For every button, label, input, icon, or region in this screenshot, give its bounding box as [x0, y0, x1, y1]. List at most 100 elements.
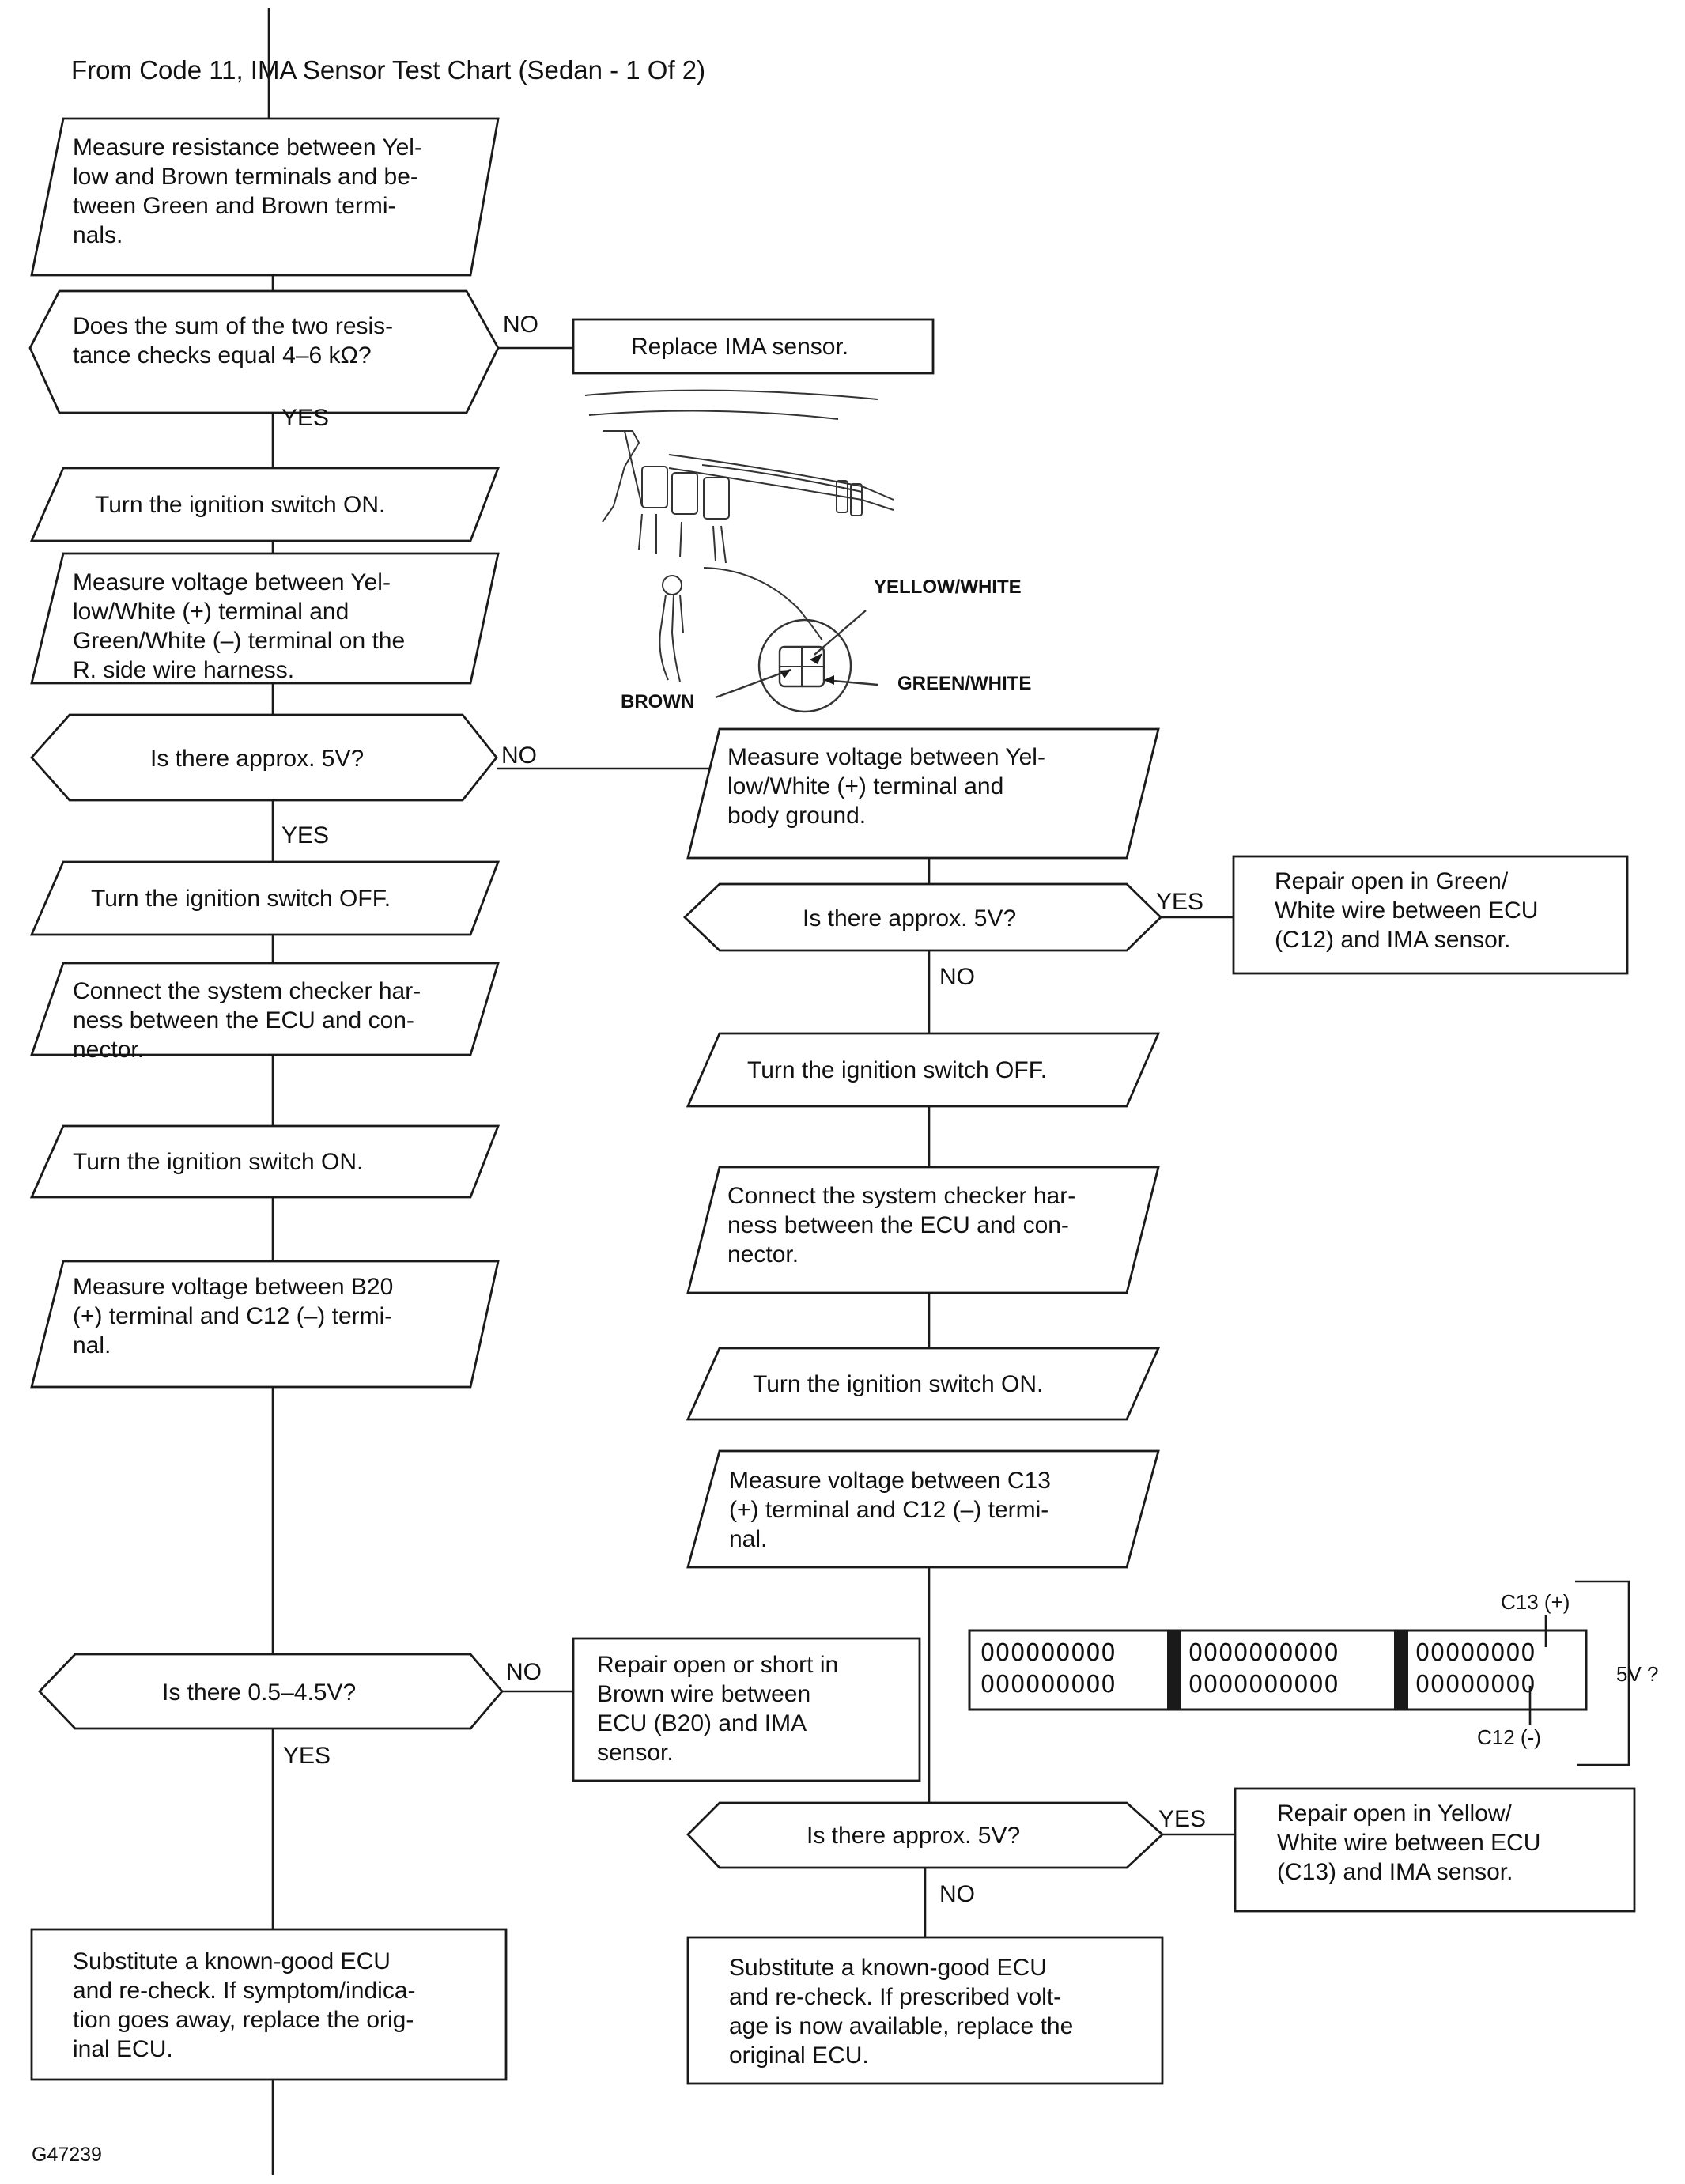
callout-green-white: GREEN/WHITE [897, 673, 1031, 694]
step-line: Measure voltage between Yel- [73, 569, 391, 595]
step-line: Turn the ignition switch OFF. [747, 1057, 1047, 1083]
step-text-measure-b20-c12: Measure voltage between B20 (+) terminal … [73, 1274, 393, 1358]
box-repair-brown [572, 1637, 921, 1782]
step-line: ECU (B20) and IMA [597, 1710, 807, 1736]
label-no-1: NO [503, 312, 538, 338]
step-line: nals. [73, 222, 123, 248]
step-line: Substitute a known-good ECU [729, 1955, 1047, 1981]
step-line: low/White (+) terminal and [73, 599, 349, 625]
step-line: and re-check. If symptom/indica- [73, 1978, 416, 2004]
step-text-measure-resistance: Measure resistance between Yel-low and B… [73, 134, 422, 248]
step-line: Turn the ignition switch ON. [753, 1371, 1043, 1397]
box-replace-sensor [572, 318, 935, 375]
step-line: tance checks equal 4–6 kΩ? [73, 342, 372, 368]
box-substitute-right [686, 1936, 1164, 2085]
step-line: low/White (+) terminal and [727, 773, 1003, 799]
pin-row-a-bottom: OOOOOOOOO [980, 1671, 1116, 1698]
step-line: Measure voltage between Yel- [727, 744, 1045, 770]
step-text-sum-resistance: Does the sum of the two resis-tance chec… [73, 313, 393, 368]
step-text-5v-2: Is there approx. 5V? [803, 905, 1016, 931]
step-line: (C12) and IMA sensor. [1275, 927, 1510, 953]
chart-header: From Code 11, IMA Sensor Test Chart (Sed… [71, 55, 705, 85]
step-line: Is there 0.5–4.5V? [162, 1680, 356, 1706]
io-ignition-on-left [29, 1124, 501, 1199]
step-text-ignition-on-right: Turn the ignition switch ON. [753, 1371, 1043, 1397]
step-line: (+) terminal and C12 (–) termi- [73, 1303, 392, 1329]
step-line: nector. [73, 1037, 144, 1063]
io-ignition-on-right [686, 1347, 1161, 1421]
label-no-3: NO [506, 1659, 542, 1685]
step-line: (+) terminal and C12 (–) termi- [729, 1497, 1048, 1523]
step-line: Does the sum of the two resis- [73, 313, 393, 339]
step-text-measure-yw-body: Measure voltage between Yel-low/White (+… [727, 744, 1045, 829]
box-repair-green [1232, 855, 1629, 975]
step-line: Measure voltage between B20 [73, 1274, 393, 1300]
pin-row-a-top: OOOOOOOOO [980, 1639, 1116, 1667]
ecu-connector-diagram: OOOOOOOOO OOOOOOOOO OOOOOOOOOO OOOOOOOO O… [968, 1580, 1630, 1766]
decision-sum-resistance [28, 289, 500, 414]
callout-brown: BROWN [621, 691, 694, 712]
label-no-2: NO [501, 742, 537, 769]
step-line: (C13) and IMA sensor. [1277, 1859, 1513, 1885]
step-line: tween Green and Brown termi- [73, 193, 396, 219]
io-ignition-off-right [686, 1032, 1161, 1108]
pin-row-b-bottom: OOOOOOOOOO [1188, 1671, 1339, 1698]
step-text-measure-yw-gw: Measure voltage between Yel-low/White (+… [73, 569, 405, 683]
decision-05-45v [38, 1653, 504, 1730]
io-measure-yw-body [686, 727, 1160, 860]
step-line: nector. [727, 1241, 799, 1268]
step-line: age is now available, replace the [729, 2013, 1073, 2039]
step-line: sensor. [597, 1740, 674, 1766]
step-text-ignition-off-left: Turn the ignition switch OFF. [91, 886, 391, 912]
step-line: Turn the ignition switch ON. [95, 492, 385, 518]
step-line: original ECU. [729, 2042, 869, 2069]
step-text-ignition-on-1: Turn the ignition switch ON. [95, 492, 385, 518]
label-yes-2: YES [281, 822, 329, 848]
step-text-repair-green: Repair open in Green/White wire between … [1275, 868, 1538, 953]
decision-5v-1 [30, 713, 498, 802]
step-text-5v-3: Is there approx. 5V? [807, 1823, 1020, 1849]
step-line: Turn the ignition switch OFF. [91, 886, 391, 912]
label-yes-1: YES [281, 405, 329, 431]
figure-id: G47239 [32, 2144, 102, 2166]
label-no-4: NO [939, 964, 975, 990]
label-c12: C12 (-) [1477, 1725, 1541, 1749]
step-line: Connect the system checker har- [727, 1183, 1075, 1209]
step-line: White wire between ECU [1277, 1830, 1540, 1856]
step-line: Replace IMA sensor. [631, 334, 848, 360]
io-connect-checker-right [686, 1166, 1160, 1294]
step-line: Is there approx. 5V? [803, 905, 1016, 931]
step-line: low and Brown terminals and be- [73, 164, 418, 190]
step-line: tion goes away, replace the orig- [73, 2007, 414, 2033]
step-text-5v-1: Is there approx. 5V? [150, 746, 364, 772]
decision-5v-2 [682, 882, 1163, 952]
step-line: ness between the ECU and con- [73, 1007, 414, 1033]
step-line: and re-check. If prescribed volt- [729, 1984, 1061, 2010]
step-line: Repair open or short in [597, 1652, 838, 1678]
step-line: inal ECU. [73, 2036, 173, 2062]
step-text-measure-c13-c12: Measure voltage between C13 (+) terminal … [729, 1468, 1051, 1552]
io-connect-checker-left [30, 962, 500, 1056]
step-line: Measure voltage between C13 [729, 1468, 1051, 1494]
label-c13: C13 (+) [1501, 1590, 1570, 1614]
step-text-ignition-off-right: Turn the ignition switch OFF. [747, 1057, 1047, 1083]
label-yes-3: YES [283, 1743, 331, 1769]
step-text-05-45v: Is there 0.5–4.5V? [162, 1680, 356, 1706]
decision-5v-3 [686, 1801, 1165, 1869]
label-yes-5: YES [1158, 1806, 1206, 1832]
label-5v: 5V ? [1616, 1662, 1659, 1686]
step-line: Connect the system checker har- [73, 978, 421, 1004]
step-text-replace-sensor: Replace IMA sensor. [631, 334, 848, 360]
io-measure-resistance [30, 117, 500, 277]
pin-row-c-top: OOOOOOOO [1415, 1639, 1536, 1667]
step-line: Repair open in Yellow/ [1277, 1800, 1513, 1827]
box-repair-yellow [1234, 1787, 1636, 1913]
io-ignition-on-1 [29, 467, 501, 542]
step-line: Measure resistance between Yel- [73, 134, 422, 161]
step-line: White wire between ECU [1275, 897, 1538, 924]
step-line: Turn the ignition switch ON. [73, 1149, 363, 1175]
pin-row-c-bottom: OOOOOOOO [1415, 1671, 1536, 1698]
